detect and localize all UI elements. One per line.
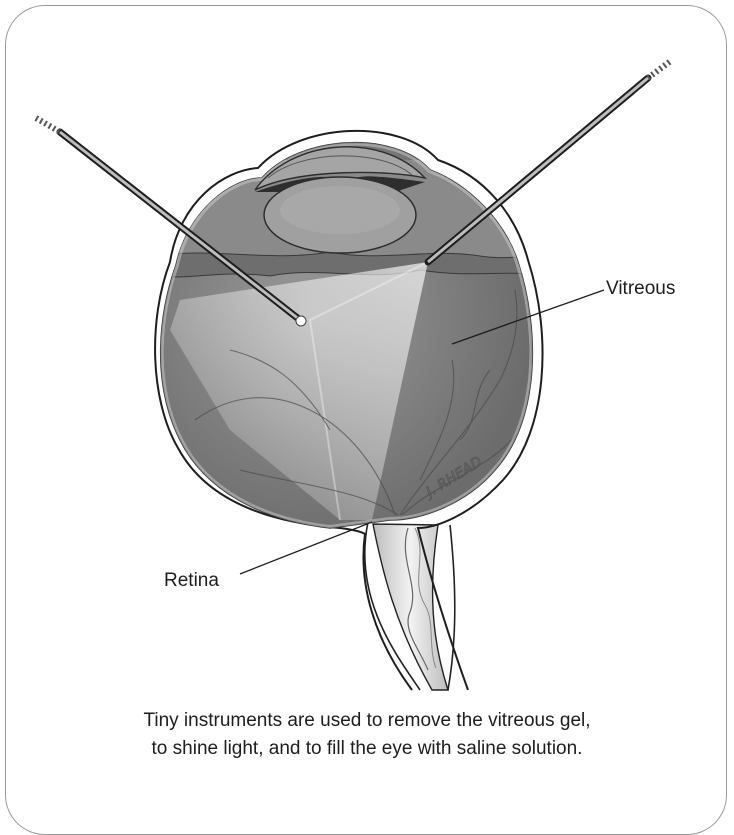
retina-label: Retina	[164, 570, 219, 592]
vitreous-label: Vitreous	[606, 278, 675, 300]
caption: Tiny instruments are used to remove the …	[60, 707, 674, 763]
retina-callout-line	[240, 522, 372, 574]
caption-line-1: Tiny instruments are used to remove the …	[60, 707, 674, 735]
eye-illustration: J. RHEAD	[0, 0, 734, 814]
optic-nerve	[365, 522, 455, 690]
caption-line-2: to shine light, and to fill the eye with…	[60, 735, 674, 763]
right-instrument	[428, 60, 672, 262]
